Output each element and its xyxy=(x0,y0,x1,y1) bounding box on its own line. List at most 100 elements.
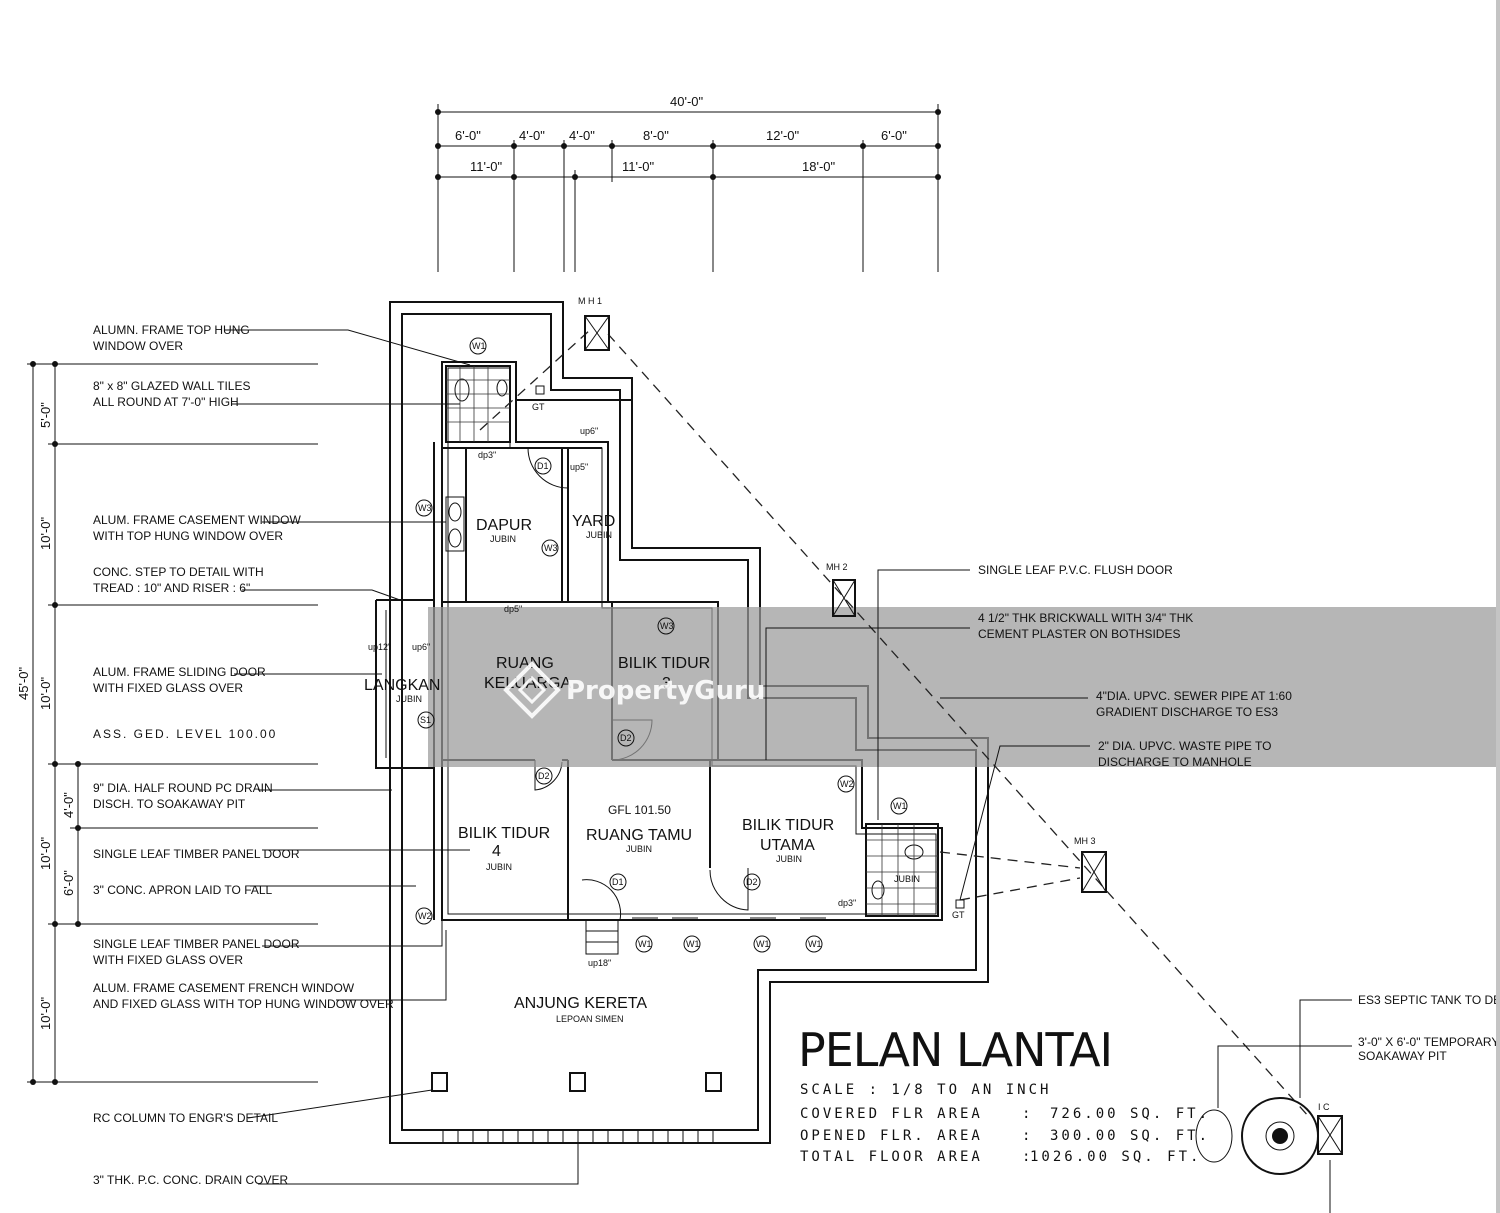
room-gfl: GFL 101.50 xyxy=(608,803,671,817)
tag-w2-b: W2 xyxy=(418,911,432,921)
opening-tags xyxy=(415,337,908,953)
up6-marker-2: up6" xyxy=(412,642,430,652)
dim-left-1: 5'-0" xyxy=(38,402,53,428)
left-note-7-l1: 9" DIA. HALF ROUND PC DRAIN xyxy=(93,781,273,795)
room-ruang-tamu-finish: JUBIN xyxy=(626,844,652,854)
left-note-7-l2: DISCH. TO SOAKAWAY PIT xyxy=(93,797,246,811)
area-total-label: TOTAL FLOOR AREA xyxy=(800,1149,983,1165)
area-opened-label: OPENED FLR. AREA xyxy=(800,1128,983,1144)
left-note-3-l2: WITH TOP HUNG WINDOW OVER xyxy=(93,529,283,543)
tag-d1-a: D1 xyxy=(537,461,549,471)
area-covered-sep: : xyxy=(1022,1106,1033,1122)
mh2-label: MH 2 xyxy=(826,562,848,572)
gt-marker-2: GT xyxy=(952,910,965,920)
right-note-4-l1: 2" DIA. UPVC. WASTE PIPE TO xyxy=(1098,739,1271,753)
tag-s1: S1 xyxy=(420,715,431,725)
tag-w3-b: W3 xyxy=(544,543,558,553)
room-ruang-keluarga-1: RUANG xyxy=(496,655,554,672)
left-note-2-l2: ALL ROUND AT 7'-0" HIGH xyxy=(93,395,239,409)
left-dimension-chains: 45'-0" 5'-0" 10'-0" 10'-0" 10'-0" 10'-0"… xyxy=(16,361,318,1085)
top-dimension-chains: 40'-0" 6'-0" 4'-0" 4'-0" 8'-0" 12'-0" 6'… xyxy=(435,94,941,272)
dim-top-r1-2: 4'-0" xyxy=(519,128,545,143)
room-bath-finish: JUBIN xyxy=(894,874,920,884)
left-note-5-l1: ALUM. FRAME SLIDING DOOR xyxy=(93,665,266,679)
propertyguru-logo-icon xyxy=(503,661,561,719)
room-langkan-finish: JUBIN xyxy=(396,694,422,704)
left-note-10-l2: WITH FIXED GLASS OVER xyxy=(93,953,243,967)
tag-w1-d: W1 xyxy=(686,939,700,949)
drawing-scale: SCALE : 1/8 TO AN INCH xyxy=(800,1082,1051,1098)
dim-left-inner-1: 4'-0" xyxy=(61,792,76,818)
tag-d2-b: D2 xyxy=(538,771,550,781)
room-bilik-4-2: 4 xyxy=(492,843,501,860)
room-bilik-4-1: BILIK TIDUR xyxy=(458,825,550,842)
page-edge xyxy=(1496,0,1500,1213)
title-block: PELAN LANTAI SCALE : 1/8 TO AN INCH COVE… xyxy=(798,1023,1210,1165)
up6-marker: up6" xyxy=(580,426,598,436)
dim-left-4: 10'-0" xyxy=(38,836,53,870)
room-bilik-3-1: BILIK TIDUR xyxy=(618,655,710,672)
dim-top-overall: 40'-0" xyxy=(670,94,704,109)
drawing-title: PELAN LANTAI xyxy=(798,1023,1112,1077)
right-note-1-l1: SINGLE LEAF P.V.C. FLUSH DOOR xyxy=(978,563,1173,577)
ic-label: I C xyxy=(1318,1102,1330,1112)
right-note-2-l1: 4 1/2" THK BRICKWALL WITH 3/4" THK xyxy=(978,611,1193,625)
dim-top-r1-4: 8'-0" xyxy=(643,128,669,143)
left-note-4-l2: TREAD : 10" AND RISER : 6" xyxy=(93,581,250,595)
up5-marker: up5" xyxy=(570,462,588,472)
left-note-3-l1: ALUM. FRAME CASEMENT WINDOW xyxy=(93,513,301,527)
dim-left-3: 10'-0" xyxy=(38,676,53,710)
left-note-11-l2: AND FIXED GLASS WITH TOP HUNG WINDOW OVE… xyxy=(93,997,394,1011)
dp3-marker-2: dp3" xyxy=(838,898,856,908)
tag-w1-a: W1 xyxy=(472,341,486,351)
dim-left-5: 10'-0" xyxy=(38,996,53,1030)
sewer-network xyxy=(479,315,1343,1213)
left-note-2-l1: 8" x 8" GLAZED WALL TILES xyxy=(93,379,250,393)
dim-top-r1-5: 12'-0" xyxy=(766,128,800,143)
dim-left-inner-2: 6'-0" xyxy=(61,870,76,896)
room-dapur-finish: JUBIN xyxy=(490,534,516,544)
mh3-label: MH 3 xyxy=(1074,836,1096,846)
tag-d2-a: D2 xyxy=(620,733,632,743)
tag-w3-a: W3 xyxy=(418,503,432,513)
dim-left-2: 10'-0" xyxy=(38,516,53,550)
tag-w1-e: W1 xyxy=(756,939,770,949)
dim-top-r2-1: 11'-0" xyxy=(470,159,503,174)
up12-marker: up12" xyxy=(368,642,391,652)
right-note-4-l2: DISCHARGE TO MANHOLE xyxy=(1098,755,1252,769)
dim-top-r2-2: 11'-0" xyxy=(622,159,655,174)
area-opened-sep: : xyxy=(1022,1128,1033,1144)
room-bilik-utama-finish: JUBIN xyxy=(776,854,802,864)
right-notes: SINGLE LEAF P.V.C. FLUSH DOOR 4 1/2" THK… xyxy=(765,563,1500,1108)
area-total-value: 1026.00 SQ. FT. xyxy=(1030,1149,1201,1165)
area-covered-label: COVERED FLR AREA xyxy=(800,1106,983,1122)
dim-top-r1-3: 4'-0" xyxy=(569,128,595,143)
left-note-12-l1: RC COLUMN TO ENGR'S DETAIL xyxy=(93,1111,278,1125)
left-note-5-l2: WITH FIXED GLASS OVER xyxy=(93,681,243,695)
watermark-band xyxy=(428,607,1500,767)
room-anjung: ANJUNG KERETA xyxy=(514,995,647,1012)
room-yard-finish: JUBIN xyxy=(586,530,612,540)
tag-w1-c: W1 xyxy=(638,939,652,949)
dim-top-r2-3: 18'-0" xyxy=(802,159,836,174)
up18-marker: up18" xyxy=(588,958,611,968)
tag-w1-b: W1 xyxy=(893,801,907,811)
room-bilik-utama-2: UTAMA xyxy=(760,837,815,854)
right-note-6-l1: 3'-0" X 6'-0" TEMPORARY xyxy=(1358,1035,1499,1049)
dim-top-r1-1: 6'-0" xyxy=(455,128,481,143)
left-note-8-l1: SINGLE LEAF TIMBER PANEL DOOR xyxy=(93,847,300,861)
room-dapur: DAPUR xyxy=(476,517,532,534)
tag-d2-c: D2 xyxy=(746,877,758,887)
room-bilik-4-finish: JUBIN xyxy=(486,862,512,872)
area-opened-value: 300.00 SQ. FT. xyxy=(1050,1128,1210,1144)
tag-d1-b: D1 xyxy=(612,877,624,887)
propertyguru-watermark: PropertyGuru xyxy=(503,661,765,719)
left-note-1-l2: WINDOW OVER xyxy=(93,339,183,353)
room-bilik-3-2: 3 xyxy=(662,675,671,692)
left-note-11-l1: ALUM. FRAME CASEMENT FRENCH WINDOW xyxy=(93,981,355,995)
gt-marker-1: GT xyxy=(532,402,545,412)
room-ruang-tamu: RUANG TAMU xyxy=(586,827,692,844)
watermark-text: PropertyGuru xyxy=(566,676,765,706)
left-note-13-l1: 3" THK. P.C. CONC. DRAIN COVER xyxy=(93,1173,289,1187)
